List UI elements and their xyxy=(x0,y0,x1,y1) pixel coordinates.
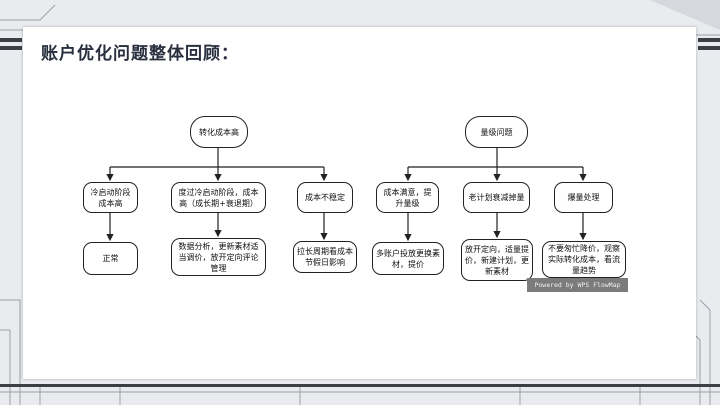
action-node-multi-account: 多账户投放更换素材，提价 xyxy=(372,242,444,275)
branch-node-cold-start: 冷启动阶段成本高 xyxy=(83,182,138,213)
branch-node-post-cold-start: 度过冷启动阶段，成本高（成长期+衰退期） xyxy=(171,182,266,213)
action-node-observe-cost: 不要匆忙降价，观察实际转化成本，看流量趋势 xyxy=(542,241,626,278)
branch-node-surge-handling: 爆量处理 xyxy=(554,182,613,213)
action-node-data-analysis: 数据分析，更新素材适当调价，放开定向评论管理 xyxy=(171,238,266,276)
root-node-conversion-cost: 转化成本高 xyxy=(190,116,248,148)
action-node-longer-period: 拉长周期看成本节假日影响 xyxy=(293,241,357,273)
wps-flowmap-watermark: Powered by WPS FlowMap xyxy=(527,278,628,292)
branch-node-boost-volume: 成本满意，提升量级 xyxy=(376,182,439,213)
branch-node-unstable-cost: 成本不稳定 xyxy=(297,182,353,213)
action-node-normal: 正常 xyxy=(83,242,138,275)
slide: 账户优化问题整体回顾： 转 xyxy=(23,27,696,379)
branch-node-plan-decay: 老计划衰减掉量 xyxy=(463,182,530,213)
flow-connectors xyxy=(106,148,587,242)
slide-title: 账户优化问题整体回顾： xyxy=(41,44,239,64)
action-node-open-targeting: 放开定向，适量提价，新建计划，更新素材 xyxy=(461,239,533,281)
root-node-volume-issue: 量级问题 xyxy=(465,116,528,148)
